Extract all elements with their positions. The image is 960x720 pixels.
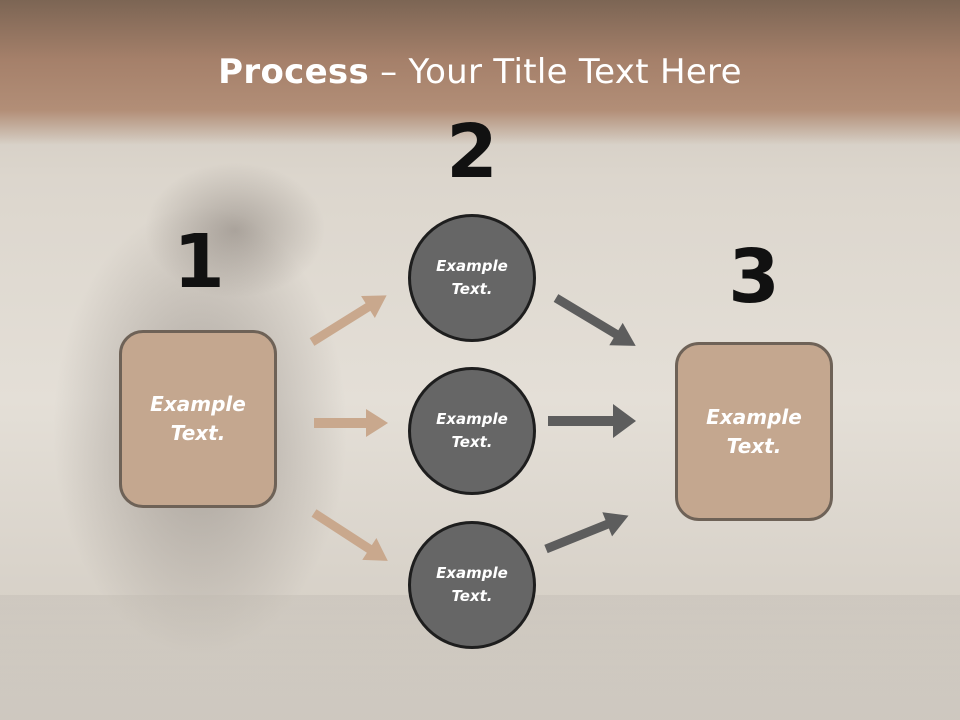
arrow-top-to-3 <box>553 294 636 346</box>
arrow-1-to-middle <box>314 409 388 437</box>
arrow-middle-to-3 <box>548 404 636 438</box>
arrow-bottom-to-3 <box>544 512 629 554</box>
step-number-2: 2 <box>446 109 498 195</box>
arrow-1-to-bottom <box>311 509 388 561</box>
arrow-1-to-top <box>309 295 387 346</box>
title-rest: – Your Title Text Here <box>369 52 742 92</box>
slide-title: Process – Your Title Text Here <box>0 52 960 92</box>
title-bold: Process <box>218 52 370 92</box>
title-banner <box>0 0 960 145</box>
step-number-3: 3 <box>728 234 780 320</box>
step-number-1: 1 <box>173 219 225 305</box>
